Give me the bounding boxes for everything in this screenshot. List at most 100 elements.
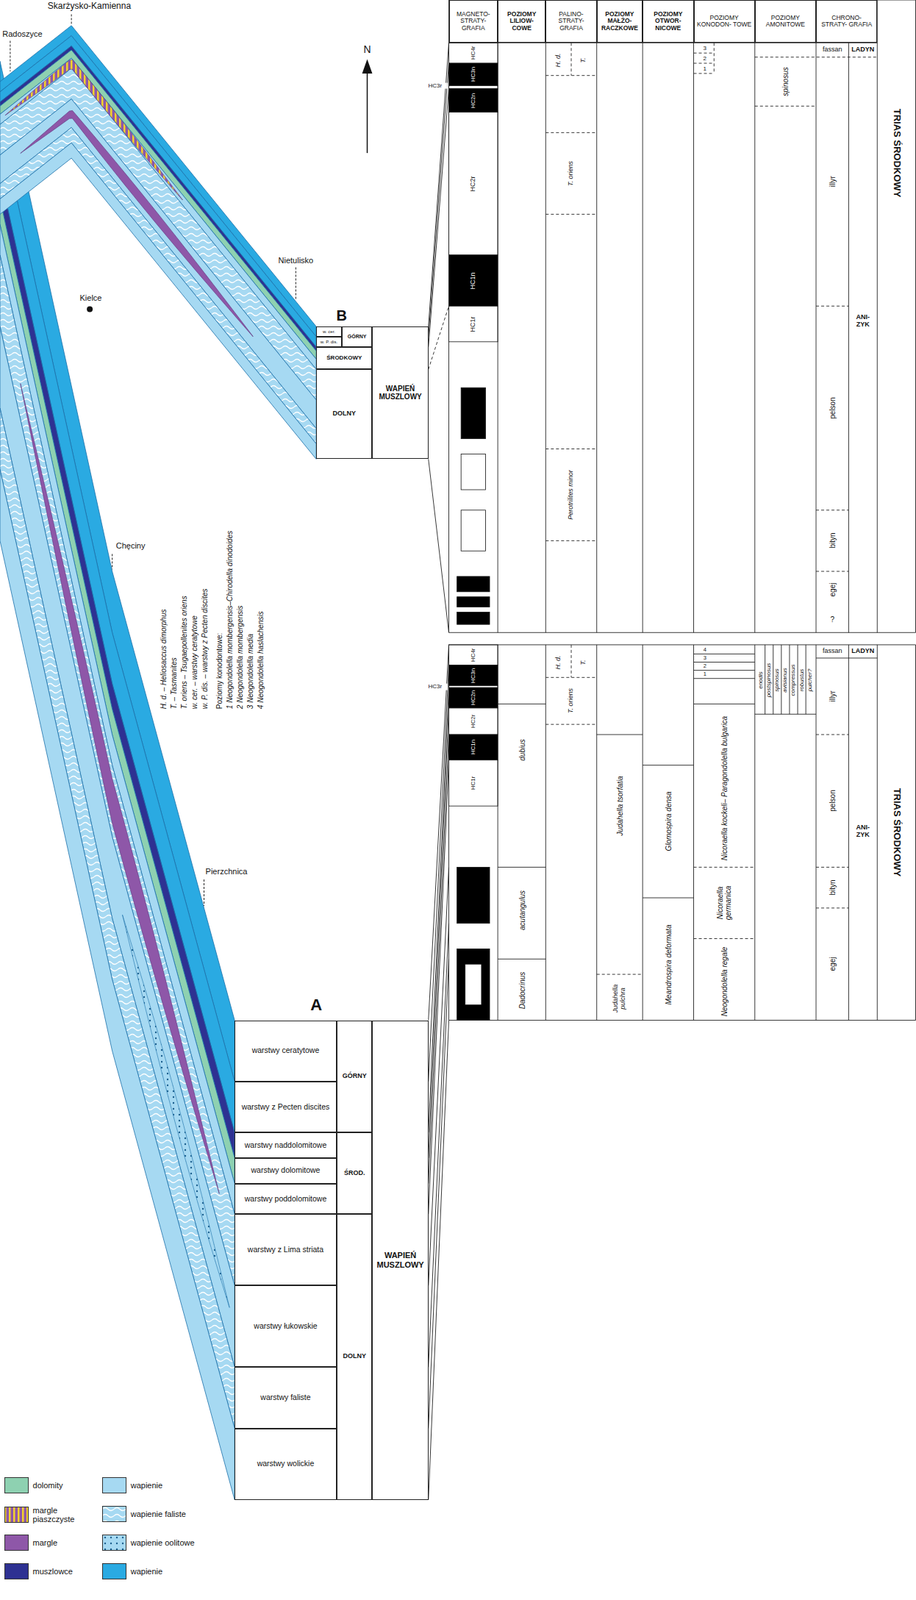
legend-text: wapienie faliste: [130, 1509, 186, 1519]
dashed-boundary: [693, 72, 715, 74]
dashed-boundary: [693, 63, 715, 64]
table-entry: acutangulus: [517, 871, 526, 949]
legend-swatch: [102, 1562, 127, 1580]
table-header-cell: CHRONO- STRATY- GRAFIA: [816, 0, 878, 43]
legend-row: dolomity: [4, 1476, 100, 1494]
table-entry: HC2n: [469, 88, 477, 113]
label-frame: pelson: [816, 734, 849, 867]
dashed-boundary: [545, 213, 597, 215]
unit-name: GÓRNY: [347, 333, 367, 340]
table-line: [642, 764, 694, 766]
stratigraphic-unit-box: warstwy naddolomitowe: [234, 1132, 337, 1158]
label-frame: A: [305, 994, 327, 1016]
label-frame: Poziomy konodontowe:: [213, 489, 225, 709]
table-line: [693, 677, 756, 679]
label-frame: LADYN: [848, 42, 878, 57]
unit-name: POZIOMY MAŁŻO- RACZKOWE: [599, 11, 641, 32]
legend-note: 3 Neogondolella media: [245, 489, 254, 709]
table-entry: T. oriens: [567, 679, 575, 722]
label-frame: Pierzchnica: [199, 865, 253, 878]
label-frame: ANI- ZYK: [848, 816, 878, 847]
dashed-boundary: [816, 305, 849, 307]
polarity-bar: [449, 665, 499, 686]
table-header-cell: POZIOMY AMONITOWE: [755, 0, 817, 43]
table-line: [428, 1020, 450, 1500]
unit-name: WAPIEŃ MUSZLOWY: [374, 1250, 426, 1269]
unit-name: warstwy z Pecten discites: [241, 1102, 331, 1112]
label-frame: robustus: [797, 646, 806, 715]
label-frame: bityn: [816, 510, 849, 572]
table-entry: robustus: [798, 646, 805, 715]
label-frame: T. oriens: [545, 679, 597, 722]
table-entry: LADYN: [848, 46, 878, 54]
stratigraphic-unit-box: warstwy dolomitowe: [234, 1157, 337, 1184]
stratigraphic-unit-box: ŚRODKOWY: [316, 346, 372, 370]
table-line: [545, 644, 547, 1021]
table-entry: postspinosus: [766, 646, 773, 715]
unit-name: warstwy dolomitowe: [251, 1165, 321, 1175]
table-entry: egej: [828, 907, 837, 1021]
dashed-boundary: [713, 42, 715, 74]
table-line: [754, 0, 756, 633]
label-frame: 2: [695, 54, 714, 64]
legend-row: margle: [4, 1534, 100, 1551]
table-entry: Nicoraella kockeli– Paragondolella bulga…: [720, 713, 729, 862]
dashed-boundary: [596, 974, 643, 975]
polarity-bar: [449, 687, 499, 708]
polarity-bar: [449, 305, 499, 342]
stratigraphic-unit-box: w. P. dis.: [316, 336, 342, 347]
unit-name: PALINO- STRATY- GRAFIA: [547, 11, 595, 32]
unit-name: DOLNY: [333, 410, 357, 418]
table-line: [693, 653, 756, 655]
table-entry: H. d.: [555, 646, 563, 678]
table-entry: pelson: [828, 734, 837, 867]
label-frame: compressus: [789, 646, 798, 715]
rock-band: [0, 255, 235, 1286]
table-line: [642, 644, 644, 1021]
table-line: [596, 734, 643, 736]
dashed-boundary: [571, 644, 572, 678]
unit-name: warstwy wolickie: [257, 1459, 315, 1469]
table-entry: HC1n: [469, 734, 477, 761]
table-entry: 3: [695, 44, 714, 52]
label-frame: Judahella pulchra: [596, 977, 643, 1020]
label-frame: HC2r: [449, 707, 499, 735]
label-frame: postspinosus: [765, 646, 774, 715]
label-frame: Nicoraella germanica: [693, 871, 756, 933]
label-frame: 1: [695, 670, 714, 679]
table-line: [428, 923, 450, 1368]
label-frame: pelson: [816, 305, 849, 511]
table-line: [693, 661, 756, 663]
label-frame: LADYN: [848, 644, 878, 658]
label-frame: 1 Neogondolella mombergensis–Chirodella …: [224, 489, 235, 709]
legend-swatch: [4, 1506, 29, 1523]
polarity-bar: [449, 86, 499, 89]
swatch-fill: [102, 1505, 126, 1522]
polarity-bar: [457, 576, 490, 592]
stratigraphic-unit-box: GÓRNY: [341, 326, 373, 347]
unit-name: warstwy faliste: [260, 1393, 311, 1402]
legend-swatch: [102, 1476, 127, 1494]
table-entry: HC3r: [421, 682, 448, 690]
table-entry: 1: [695, 671, 714, 678]
polarity-bar: [449, 760, 499, 806]
legend-note: T. – Tasmanites: [169, 489, 178, 709]
table-entry: HC3n: [469, 63, 477, 87]
table-entry: spinosus: [781, 57, 790, 107]
unit-name: w. P. dis.: [320, 339, 338, 345]
dashed-boundary: [816, 734, 849, 736]
polarity-bar: [449, 88, 499, 113]
polarity-bar: [449, 734, 499, 761]
table-line: [449, 632, 916, 633]
label-frame: HC1r: [449, 305, 499, 342]
table-line: [915, 644, 916, 1021]
legend-text: wapienie: [130, 1566, 163, 1576]
stratigraphic-unit-box: warstwy ceratytowe: [234, 1020, 337, 1082]
stratigraphic-unit-box: warstwy z Pecten discites: [234, 1081, 337, 1133]
label-frame: HC4r: [449, 42, 499, 64]
table-line: [497, 866, 546, 868]
table-entry: dubius: [517, 713, 526, 786]
place-label: Nietulisko: [273, 255, 319, 265]
legend-text: muszlowce: [33, 1566, 73, 1576]
